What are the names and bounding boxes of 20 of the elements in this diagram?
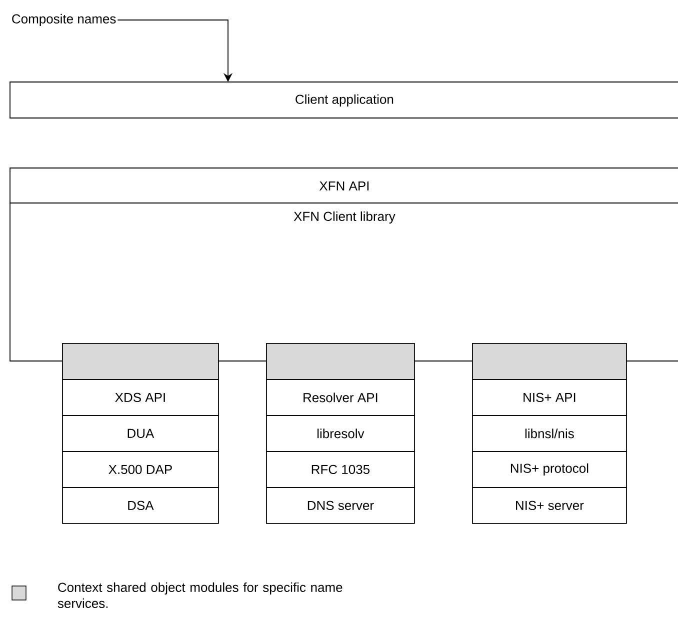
layer-cell: X.500 DAP (62, 451, 219, 488)
layer-cell: RFC 1035 (266, 451, 415, 488)
module-box (472, 343, 627, 380)
module-box (266, 343, 415, 380)
layer-cell: DUA (62, 415, 219, 452)
legend-text: Context shared object modules for specific name services. (58, 582, 342, 608)
layer-cell: NIS+ API (472, 379, 627, 416)
layer-band: XFN API (10, 168, 678, 204)
caption-text: Composite names (12, 14, 116, 26)
layer-band: Client application (10, 82, 678, 118)
library-block: XFN Client library (10, 202, 678, 362)
layer-cell: libnsl/nis (472, 415, 627, 452)
layer-cell: Resolver API (266, 379, 415, 416)
layer-cell: XDS API (62, 379, 219, 416)
layer-cell: NIS+ server (472, 487, 627, 524)
layer-cell: DSA (62, 487, 219, 524)
layer-cell: libresolv (266, 415, 415, 452)
layer-cell: NIS+ protocol (472, 451, 627, 488)
module-box (62, 343, 219, 380)
layer-cell: DNS server (266, 487, 415, 524)
